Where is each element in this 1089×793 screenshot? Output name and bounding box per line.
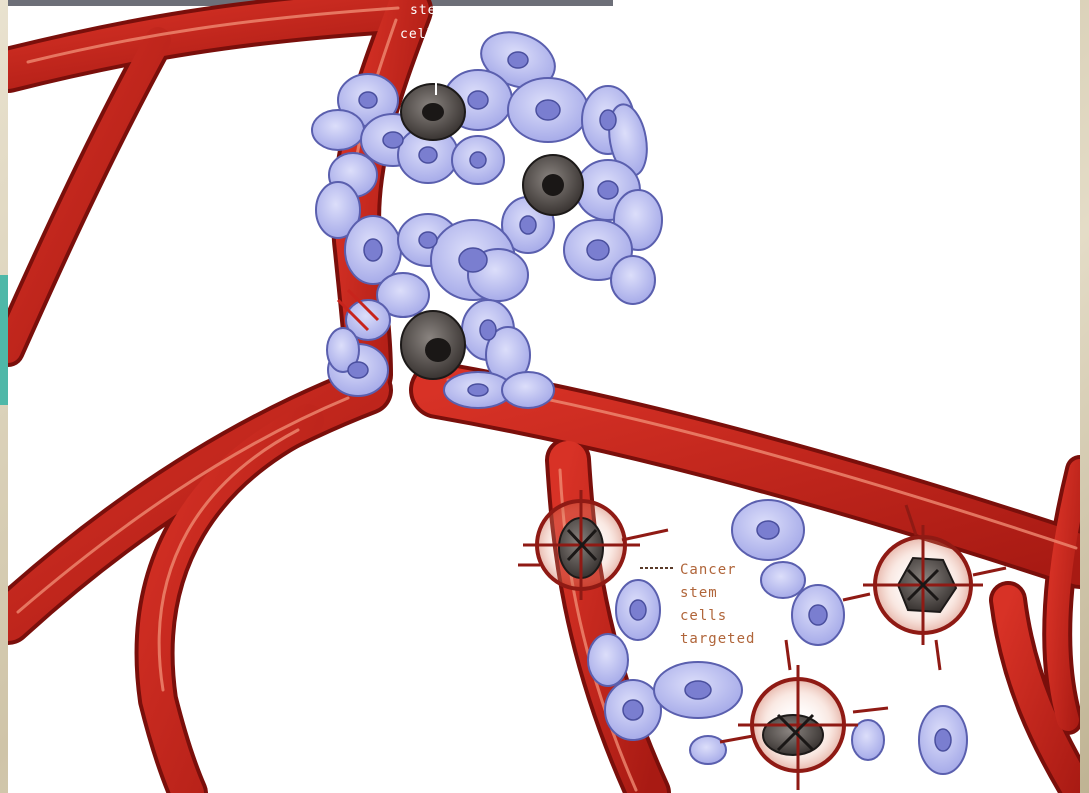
targeted-label-line1: Cancer [680,562,737,578]
target-marker-3 [720,640,888,790]
background-teal-strip [0,275,8,405]
diagram-canvas: stem cells [8,0,1080,793]
top-label-line1: stem [410,3,445,18]
top-label-line2: cells [400,27,444,42]
vessel-diagram-svg: stem cells [8,0,1080,793]
targeted-label-line4: targeted [680,631,755,647]
targeted-label-line2: stem [680,585,718,601]
targeted-label-line3: cells [680,608,727,624]
